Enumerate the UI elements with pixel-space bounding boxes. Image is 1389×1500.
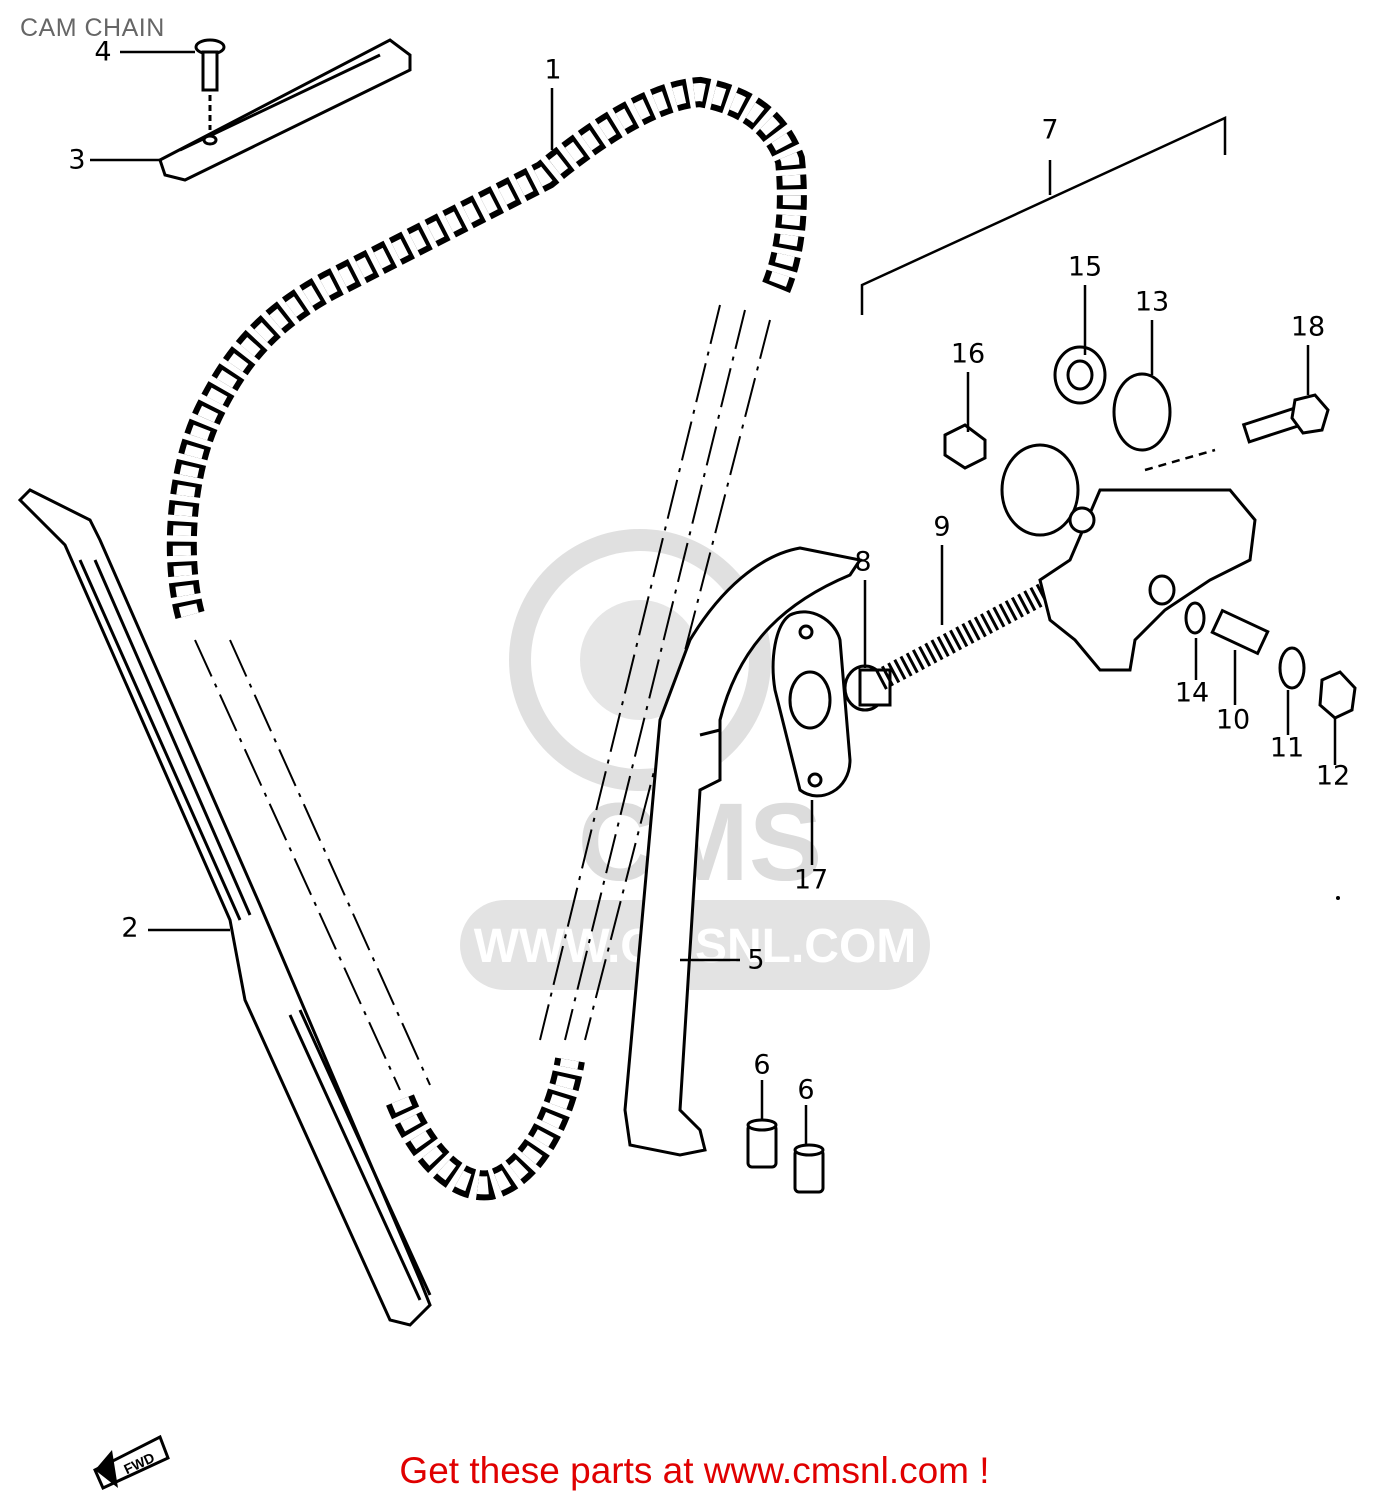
callout-6b: 6 <box>797 1075 814 1106</box>
page-title: CAM CHAIN <box>20 14 165 42</box>
callout-4: 4 <box>94 37 111 68</box>
callout-18: 18 <box>1291 312 1325 343</box>
screw <box>194 38 226 130</box>
watermark-site: WWW.CMSNL.COM <box>474 920 917 973</box>
tensioner-plunger <box>843 664 892 712</box>
callout-17: 17 <box>794 865 828 896</box>
callout-12: 12 <box>1316 761 1350 792</box>
callout-15: 15 <box>1068 252 1102 283</box>
callout-9: 9 <box>933 512 950 543</box>
promo-link[interactable]: Get these parts at www.cmsnl.com ! <box>399 1450 990 1491</box>
assembly-bracket <box>860 116 1227 315</box>
chain-guide-top <box>158 38 412 182</box>
tensioner-body <box>1000 443 1257 672</box>
callout-6a: 6 <box>753 1050 770 1081</box>
callout-16: 16 <box>951 339 985 370</box>
callout-8: 8 <box>854 547 871 578</box>
callout-2: 2 <box>121 913 138 944</box>
callout-5: 5 <box>747 945 764 976</box>
callouts: 4 3 1 7 15 13 18 16 9 8 14 10 11 12 17 2… <box>68 37 1350 1106</box>
small-hardware <box>1184 601 1357 720</box>
dowel-pins <box>746 1118 825 1194</box>
seal-hardware <box>943 345 1330 470</box>
tensioner-blade <box>623 546 863 1157</box>
forward-arrow-icon: FWD <box>93 1434 170 1490</box>
chain-guide-long <box>17 488 432 1327</box>
callout-10: 10 <box>1216 705 1250 736</box>
callout-7: 7 <box>1041 115 1058 146</box>
gasket <box>771 610 852 798</box>
leader-lines <box>90 50 1337 1145</box>
callout-1: 1 <box>544 55 561 86</box>
watermark: CMS WWW.CMSNL.COM <box>460 529 930 990</box>
callout-13: 13 <box>1135 287 1169 318</box>
callout-3: 3 <box>68 145 85 176</box>
tensioner-spring <box>874 580 1056 690</box>
callout-14: 14 <box>1175 678 1209 709</box>
callout-11: 11 <box>1270 733 1304 764</box>
cam-chain <box>166 76 807 1201</box>
